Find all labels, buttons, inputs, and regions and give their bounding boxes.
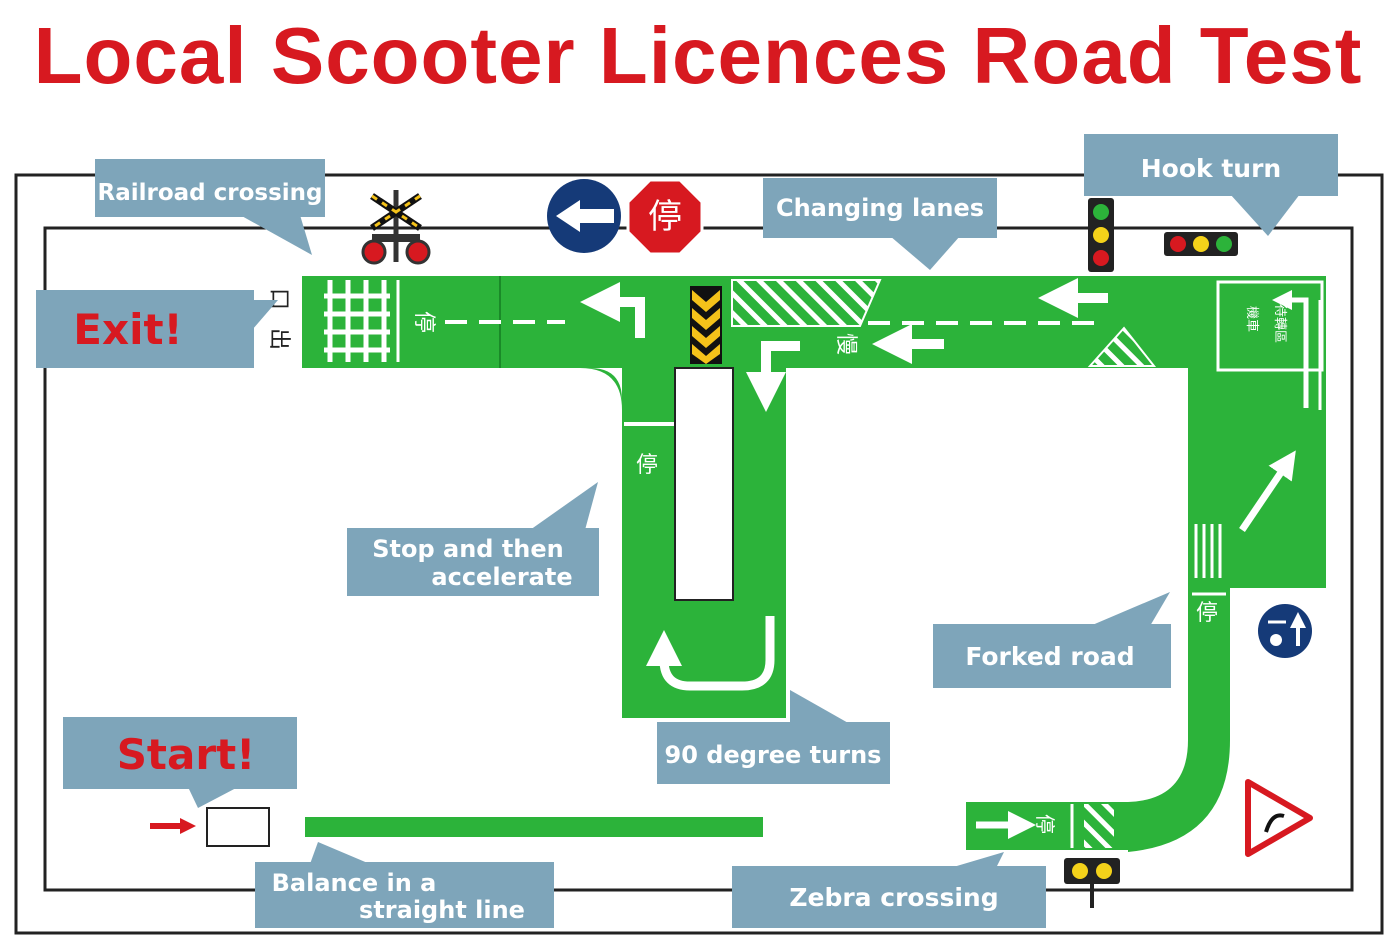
road-stop-char-4: 停 (1033, 814, 1057, 834)
balance-label-line2: straight line (359, 896, 525, 924)
callout-start: Start! (63, 717, 297, 808)
stop-sign-char: 停 (648, 197, 682, 237)
callout-changing-lanes: Changing lanes (763, 178, 997, 270)
callout-exit: Exit! (36, 290, 278, 368)
gore-hatch (1087, 326, 1157, 367)
hook-turn-sign-icon (1258, 604, 1312, 658)
forked-road-label: Forked road (965, 642, 1134, 671)
waiting-zone-text-2: 待轉區 (1272, 304, 1287, 343)
stop-label-line1: Stop and then (372, 535, 564, 563)
road-slow-char: 慢 (833, 333, 858, 355)
zebra-crossing-light-icon (1064, 858, 1120, 908)
page-title: Local Scooter Licences Road Test (33, 11, 1363, 100)
traffic-light-icon (1088, 198, 1114, 272)
railroad-crossing-label: Railroad crossing (97, 180, 322, 206)
hook-turn-label: Hook turn (1141, 154, 1281, 183)
railroad-crossing-sign-icon (361, 190, 431, 265)
warning-triangle-icon (1245, 779, 1313, 857)
road-stop-char-3: 停 (1196, 601, 1218, 626)
callout-railroad-crossing: Railroad crossing (95, 159, 325, 255)
horizontal-traffic-light-icon (1164, 232, 1238, 256)
zebra-hatch (1084, 804, 1114, 848)
balance-label-line1: Balance in a (272, 869, 437, 897)
callout-forked-road: Forked road (933, 592, 1171, 688)
road-stop-char-1: 停 (411, 311, 436, 333)
start-marker (150, 807, 270, 847)
road-markings (324, 276, 1324, 848)
stop-label-line2: accelerate (431, 563, 572, 591)
exit-char-1: 出 (266, 328, 291, 350)
degree-turns-label: 90 degree turns (665, 741, 882, 769)
callout-stop-accelerate: Stop and then accelerate (347, 482, 599, 596)
road-stop-char-2: 停 (636, 453, 658, 478)
zebra-crossing-label: Zebra crossing (789, 883, 998, 912)
callout-zebra-crossing: Zebra crossing (732, 852, 1046, 928)
u-turn-island (674, 367, 734, 601)
start-label: Start! (117, 730, 256, 779)
stop-sign-icon: 停 (626, 178, 704, 256)
keep-left-sign-icon (547, 179, 621, 253)
chevron-barrier (690, 286, 722, 364)
changing-lanes-label: Changing lanes (776, 194, 984, 222)
callout-hook-turn: Hook turn (1084, 134, 1338, 236)
exit-label: Exit! (73, 305, 182, 354)
callout-balance: Balance in a straight line (255, 842, 554, 928)
balance-line (305, 817, 763, 837)
waiting-zone-text-1: 機車 (1244, 306, 1259, 332)
callout-90-degree: 90 degree turns (657, 690, 890, 784)
course-outer-border (14, 173, 1384, 935)
changing-lanes-hatch (731, 279, 882, 327)
